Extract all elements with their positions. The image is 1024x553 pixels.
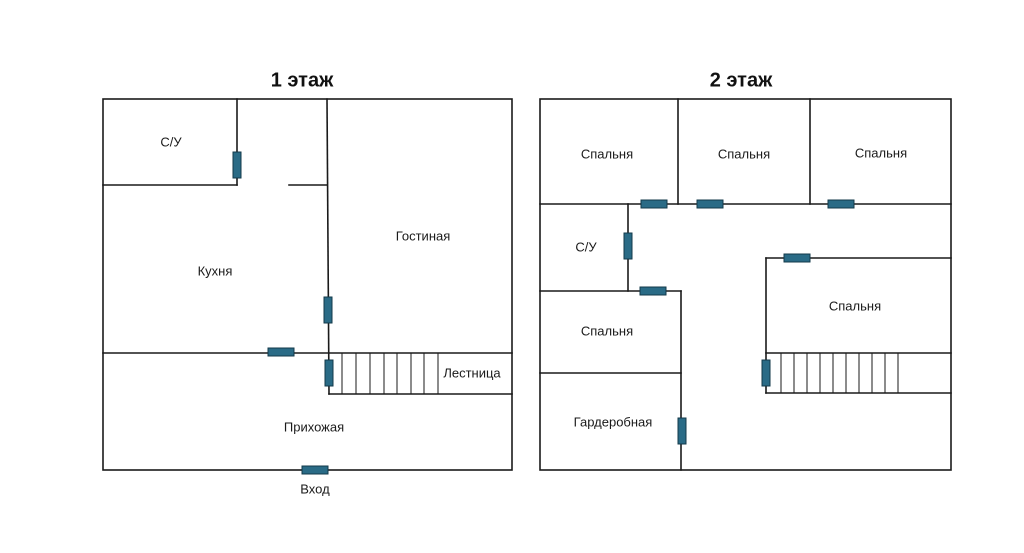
door bbox=[623, 232, 633, 260]
door bbox=[639, 286, 667, 296]
door bbox=[640, 199, 668, 209]
floor-1-outer-wall bbox=[102, 98, 513, 471]
room-label-bathroom: С/У bbox=[575, 239, 597, 254]
room-label-kitchen: Кухня bbox=[198, 263, 233, 278]
door bbox=[827, 199, 855, 209]
room-label-bedroom: Спальня bbox=[829, 298, 881, 313]
floor-2-doors bbox=[623, 199, 855, 445]
door bbox=[324, 359, 334, 387]
room-label-hallway: Прихожая bbox=[284, 419, 344, 434]
floor-1-stairs bbox=[341, 353, 439, 394]
room-label-bedroom: Спальня bbox=[581, 323, 633, 338]
floor-2-title: 2 этаж bbox=[710, 69, 773, 91]
room-label-living-room: Гостиная bbox=[396, 228, 451, 243]
room-label-bedroom: Спальня bbox=[718, 146, 770, 161]
entrance-door bbox=[301, 465, 329, 475]
room-label-bedroom: Спальня bbox=[855, 145, 907, 160]
floor-2-outer-wall bbox=[539, 98, 952, 471]
door bbox=[323, 296, 333, 324]
floor-2-plan: 2 этаж bbox=[539, 69, 952, 471]
floor-1-plan: 1 этаж bbox=[102, 69, 513, 496]
room-label-bedroom: Спальня bbox=[581, 146, 633, 161]
floor-1-doors bbox=[232, 151, 334, 475]
floor-1-interior-walls bbox=[102, 98, 513, 395]
door bbox=[696, 199, 724, 209]
door bbox=[677, 417, 687, 445]
door bbox=[232, 151, 242, 179]
floor-1-title: 1 этаж bbox=[271, 69, 334, 91]
door bbox=[267, 347, 295, 357]
room-label-stairs: Лестница bbox=[443, 365, 501, 380]
room-label-wardrobe: Гардеробная bbox=[574, 414, 653, 429]
entrance-label: Вход bbox=[300, 481, 330, 496]
door bbox=[761, 359, 771, 387]
door bbox=[783, 253, 811, 263]
floor-2-stairs bbox=[780, 353, 899, 393]
room-label-bathroom: С/У bbox=[160, 134, 182, 149]
